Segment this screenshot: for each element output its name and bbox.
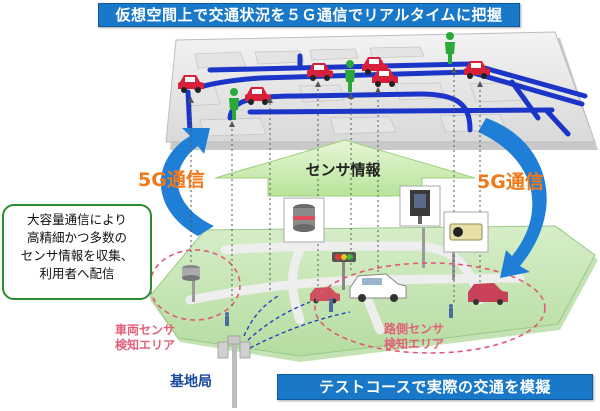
test-course-ground — [149, 225, 598, 408]
base-station-tower — [217, 335, 251, 408]
roadside-sensor-area-label: 路側センサ 検知エリア — [384, 322, 444, 352]
radio-wave-lines — [243, 295, 351, 349]
callout-line: 高精細かつ多数の — [26, 230, 127, 245]
area-label-line: 検知エリア — [115, 338, 176, 352]
comm-left-label: 5G通信 — [138, 169, 205, 191]
real-car-white — [349, 273, 407, 302]
virtual-car-1 — [178, 75, 204, 93]
roadside-camera-icon — [399, 185, 441, 227]
virtual-car-2 — [245, 87, 271, 105]
roadside-sensor-area — [314, 262, 546, 354]
server-sensor-icon — [283, 197, 325, 243]
pedestrian-icon — [225, 312, 229, 326]
pedestrian-icon — [449, 304, 453, 318]
vehicle-sensor-icon — [182, 265, 200, 281]
vehicle-sensor-area — [149, 249, 241, 321]
mapping-dotted-lines — [188, 67, 483, 306]
traffic-light-icon — [332, 252, 356, 290]
virtual-car-5 — [372, 69, 398, 87]
pedestrian-icon — [445, 32, 455, 64]
vehicle-sensor-area-label: 車両センサ 検知エリア — [115, 323, 175, 353]
base-station-label: 基地局 — [170, 374, 212, 390]
sensor-info-label: センサ情報 — [305, 161, 381, 179]
comm-arrow-right — [478, 118, 547, 278]
area-label-line: 検知エリア — [384, 337, 445, 351]
virtual-car-3 — [307, 63, 333, 81]
area-label-line: 路側センサ — [384, 322, 445, 336]
area-label-line: 車両センサ — [115, 323, 176, 337]
bottom-title-banner: テストコースで実際の交通を模擬 — [277, 374, 593, 400]
virtual-cars — [178, 57, 490, 105]
real-car-red — [468, 283, 508, 305]
real-pedestrians — [225, 298, 453, 326]
callout-line: センサ情報を収集、 — [20, 248, 134, 263]
callout-line: 利用者へ配信 — [39, 266, 115, 281]
comm-arrow-left — [160, 128, 214, 236]
virtual-car-6 — [464, 61, 490, 79]
callout-line: 大容量通信により — [27, 212, 127, 227]
top-title-banner: 仮想空間上で交通状況を５Ｇ通信でリアルタイムに把握 — [98, 3, 520, 27]
pedestrian-icon — [329, 298, 333, 312]
comm-right-label: 5G通信 — [477, 171, 544, 193]
lidar-sensor-icon — [443, 211, 489, 253]
pedestrian-icon — [345, 60, 355, 92]
pedestrian-icon — [229, 88, 239, 120]
virtual-pedestrians — [229, 32, 455, 120]
virtual-space-platform — [165, 31, 598, 150]
capacity-callout: 大容量通信により 高精細かつ多数の センサ情報を収集、 利用者へ配信 — [2, 204, 152, 300]
